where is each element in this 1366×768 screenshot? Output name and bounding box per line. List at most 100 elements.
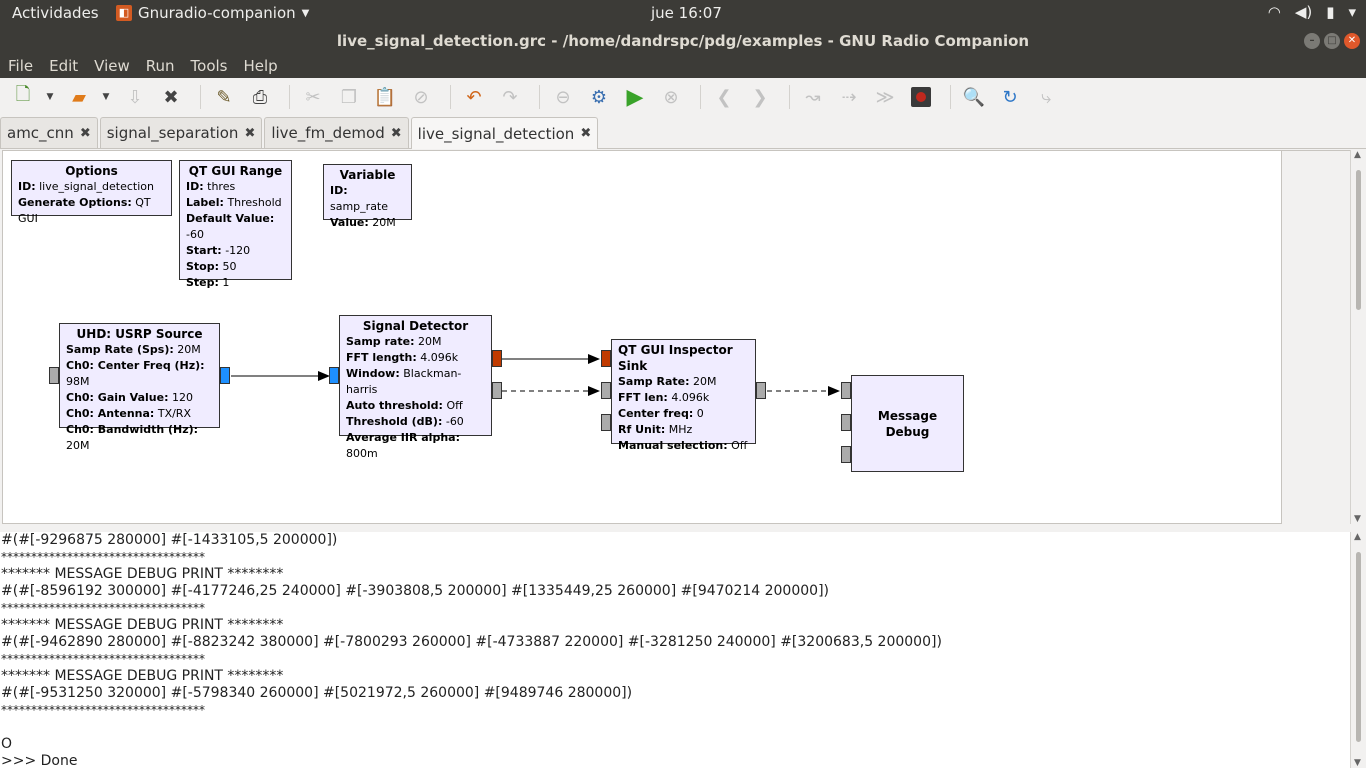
tab-amc-cnn[interactable]: amc_cnn ✖ [0,117,98,148]
kill-flowgraph-icon[interactable]: ⊗ [663,86,679,108]
console-line: #(#[-9462890 280000] #[-8823242 380000] … [1,634,942,650]
search-icon[interactable]: 🔍 [962,86,986,108]
debug-print-port[interactable] [841,382,851,399]
block-param: Stop: 50 [186,259,285,275]
app-menu-button[interactable]: ◧ Gnuradio-companion ▼ [116,4,309,22]
power-menu-icon[interactable]: ▾ [1348,3,1356,21]
screenshot-record-icon[interactable] [906,83,936,111]
menu-file[interactable]: File [8,57,34,75]
rotate-left-icon[interactable]: ❮ [716,86,732,108]
screenshot-pencil-icon[interactable]: ✎ [216,86,232,108]
qt-gui-range-block[interactable]: QT GUI Range ID: thres Label: Threshold … [179,160,292,289]
variable-block[interactable]: Variable ID: samp_rate Value: 20M [323,164,412,229]
tab-label: live_fm_demod [271,124,385,142]
maximize-icon[interactable]: □ [1324,33,1340,49]
generate-flowgraph-icon[interactable]: ⚙ [590,86,608,108]
console-line: #(#[-9296875 280000] #[-1433105,5 200000… [1,532,338,548]
message-debug-block[interactable]: Message Debug [851,375,964,472]
open-folder-icon[interactable]: ▰ [72,86,86,108]
console-line: ********************************** [1,550,205,564]
open-dropdown-chevron-icon[interactable]: ▼ [102,92,110,102]
menu-view[interactable]: View [94,57,130,75]
options-block[interactable]: Options ID: live_signal_detection Genera… [11,160,172,225]
usrp-output-port[interactable] [220,367,230,384]
param-key: Center freq: [618,407,694,420]
param-key: Label: [186,196,224,209]
menu-tools[interactable]: Tools [190,57,228,75]
minimize-icon[interactable]: – [1304,33,1320,49]
toolbar-separator [950,85,951,109]
redo-icon[interactable]: ↷ [502,86,518,108]
close-flowgraph-icon[interactable]: ✖ [163,86,179,108]
clock[interactable]: jue 16:07 [651,4,722,22]
inspector-input-port[interactable] [601,350,611,367]
undo-icon[interactable]: ↶ [466,86,482,108]
inspector-map-in-port[interactable] [601,382,611,399]
param-key: Average IIR alpha: [346,431,460,444]
copy-icon[interactable]: ❐ [340,86,358,108]
toolbar-separator [450,85,451,109]
close-tab-icon[interactable]: ✖ [244,125,256,141]
param-key: Rf Unit: [618,423,666,436]
scrollbar-thumb[interactable] [1356,170,1361,310]
cut-icon[interactable]: ✂ [305,86,321,108]
canvas-scrollbar[interactable]: ▲ ▼ [1350,150,1366,524]
inspector-map-out-port[interactable] [756,382,766,399]
reload-icon[interactable]: ↻ [1002,86,1018,108]
pane-splitter[interactable] [0,524,1366,532]
close-tab-icon[interactable]: ✖ [580,126,592,141]
battery-icon[interactable]: ▮ [1326,3,1335,21]
activities-button[interactable]: Actividades [12,4,99,22]
qt-gui-inspector-sink-block[interactable]: QT GUI Inspector Sink Samp Rate: 20M FFT… [611,339,756,452]
usrp-source-block[interactable]: UHD: USRP Source Samp Rate (Sps): 20M Ch… [59,323,220,452]
menu-run[interactable]: Run [145,57,175,75]
open-hier-block-icon[interactable]: ⤷ [1040,86,1052,108]
new-flowgraph-icon[interactable]: 🗋 [15,84,31,105]
print-icon[interactable]: ⎙ [252,86,268,108]
close-tab-icon[interactable]: ✖ [79,125,91,141]
scroll-up-icon[interactable]: ▲ [1354,532,1361,542]
block-param: Rf Unit: MHz [618,422,749,438]
create-hier-block-icon[interactable]: ≫ [875,86,895,108]
close-tab-icon[interactable]: ✖ [390,125,402,141]
console-scrollbar[interactable]: ▲ ▼ [1350,532,1366,768]
menu-help[interactable]: Help [243,57,278,75]
tab-live-signal-detection[interactable]: live_signal_detection ✖ [410,117,599,149]
detector-output-port[interactable] [492,350,502,367]
signal-detector-block[interactable]: Signal Detector Samp rate: 20M FFT lengt… [339,315,492,460]
scrollbar-thumb[interactable] [1356,552,1361,742]
execute-play-icon[interactable]: ▶ [626,84,644,110]
scroll-up-icon[interactable]: ▲ [1354,150,1361,160]
rotate-right-icon[interactable]: ❯ [752,86,768,108]
flowgraph-canvas[interactable]: Options ID: live_signal_detection Genera… [2,150,1282,524]
menu-edit[interactable]: Edit [49,57,79,75]
console-line: ********************************** [1,601,205,615]
wifi-icon[interactable]: ◠ [1267,3,1281,21]
tab-signal-separation[interactable]: signal_separation ✖ [99,117,263,148]
param-key: Value: [330,216,369,229]
delete-icon[interactable]: ⊘ [413,86,429,108]
enable-block-icon[interactable]: ↝ [805,86,821,108]
system-tray[interactable]: ◠ ◀) ▮ ▾ [1268,3,1356,21]
debug-store-port[interactable] [841,414,851,431]
new-dropdown-chevron-icon[interactable]: ▼ [46,92,54,102]
gnuradio-app-icon: ◧ [116,5,132,21]
block-param: Start: -120 [186,243,285,259]
debug-pdu-port[interactable] [841,446,851,463]
close-window-icon[interactable]: ✕ [1344,33,1360,49]
bypass-block-icon[interactable]: ⇢ [841,86,857,108]
usrp-input-port[interactable] [49,367,59,384]
paste-icon[interactable]: 📋 [373,86,397,108]
save-icon[interactable]: ⇩ [127,86,143,108]
detector-message-port[interactable] [492,382,502,399]
tab-live-fm-demod[interactable]: live_fm_demod ✖ [264,117,409,148]
inspector-msg-in-port[interactable] [601,414,611,431]
console-output[interactable]: #(#[-9296875 280000] #[-1433105,5 200000… [0,532,1350,768]
detector-input-port[interactable] [329,367,339,384]
scroll-down-icon[interactable]: ▼ [1354,514,1361,524]
scroll-down-icon[interactable]: ▼ [1354,758,1361,768]
disable-block-icon[interactable]: ⊖ [555,86,571,108]
param-value: 20M [693,375,717,388]
window-controls: – □ ✕ [1304,33,1360,49]
volume-icon[interactable]: ◀) [1294,3,1313,21]
